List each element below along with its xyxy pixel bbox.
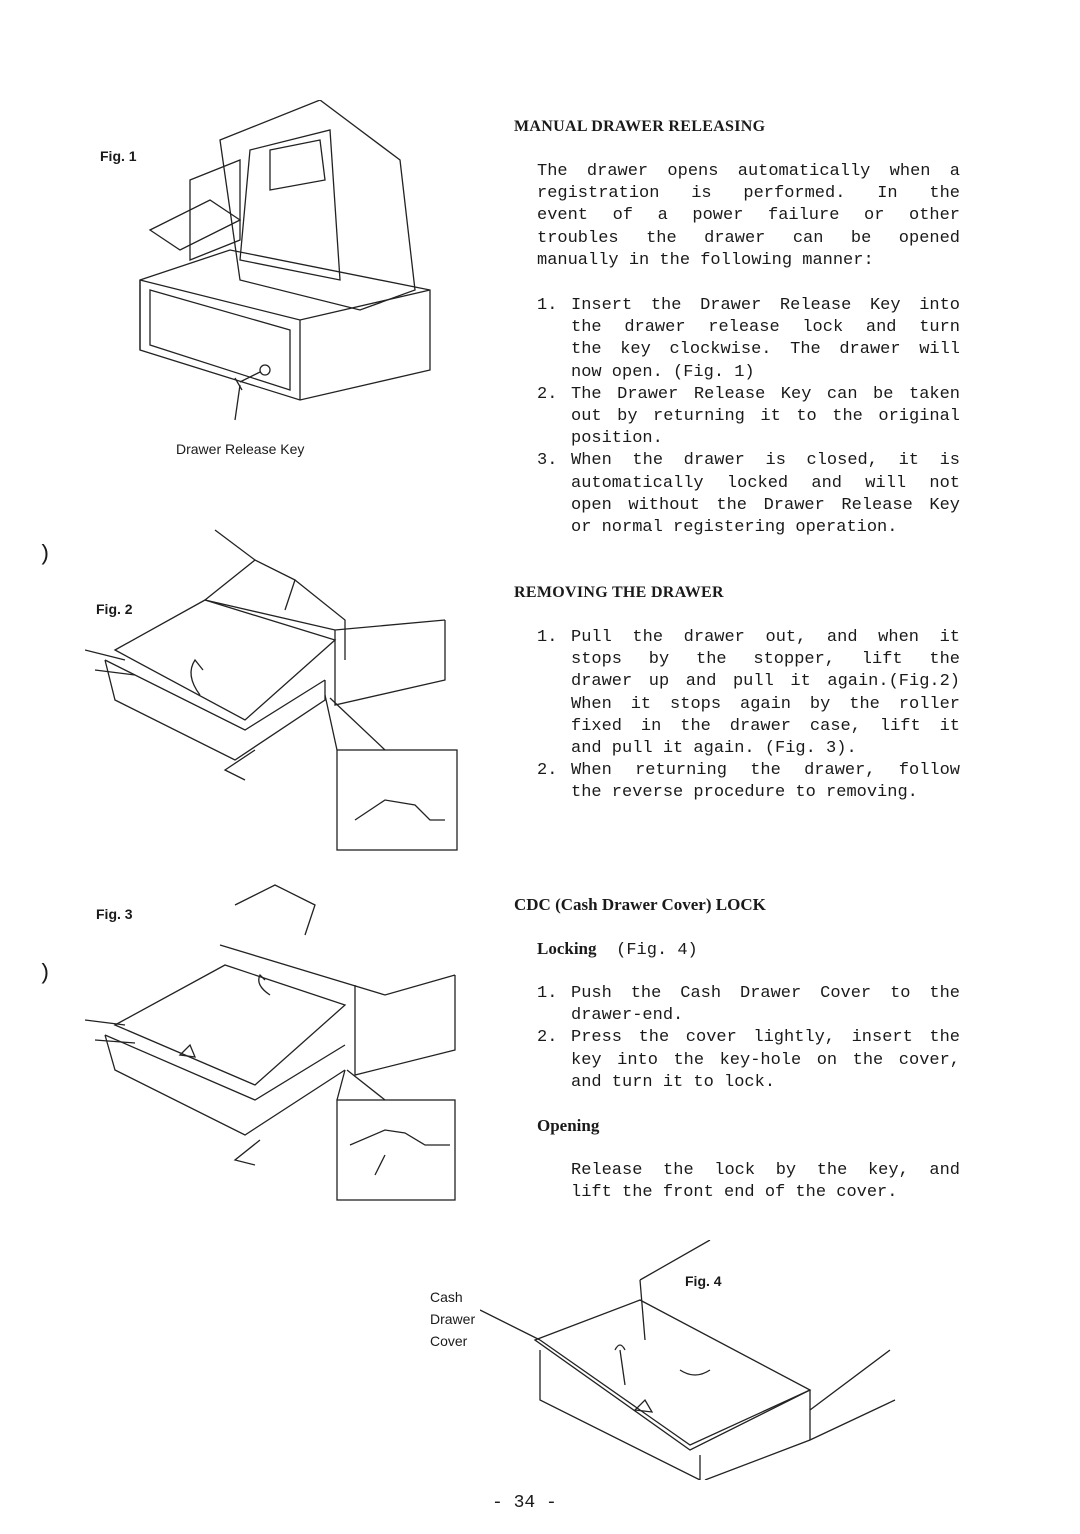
locking-steps-list: 1. Push the Cash Drawer Cover to the drawe… [537,983,960,1094]
text-line: and pull it again. (Fig. 3). [571,738,857,758]
text-line: automatically locked and will not [571,473,960,493]
fig1-cash-register-illustration [139,100,431,421]
fig4-caption: Cash Drawer Cover [430,1286,475,1352]
list-number: 1. [537,296,558,315]
fig4-caption-line: Cash [430,1289,463,1305]
list-number: 1. [537,984,558,1003]
list-number: 2. [537,761,558,781]
text-line: drawer-end. [571,1006,684,1026]
list-number: 3. [537,451,558,471]
text-line: When returning the drawer, follow [571,761,960,781]
text-line: The Drawer Release Key can be taken [571,384,960,404]
fig3-label: Fig. 3 [96,906,133,922]
text-line: now open. (Fig. 1) [571,362,755,382]
fig1-caption: Drawer Release Key [176,441,305,457]
text-line: Pull the drawer out, and when it [571,628,960,647]
list-item: 1. Push the Cash Drawer Cover to the drawe… [537,983,960,1027]
text-line: manually in the following manner: [537,250,874,270]
list-number: 1. [537,628,558,647]
text-line: stops by the stopper, lift the [571,650,960,670]
fig3-drawer-lift-illustration [85,884,456,1201]
heading-manual-drawer-releasing: MANUAL DRAWER RELEASING [514,118,766,135]
manual-steps-list: 1. Insert the Drawer Release Key into the … [537,295,960,539]
margin-mark: ) [38,542,52,567]
text-line: the reverse procedure to removing. [571,783,918,803]
text-line: Push the Cash Drawer Cover to the [571,984,960,1003]
text-line: open without the Drawer Release Key [571,495,960,515]
text-line: drawer up and pull it again.(Fig.2) [571,672,960,692]
text-line: Press the cover lightly, insert the [571,1028,960,1048]
text-line: fixed in the drawer case, lift it [571,716,960,736]
text-line: and turn it to lock. [571,1072,776,1092]
opening-paragraph: Release the lock by the key, and lift the… [571,1160,960,1204]
text-line: out by returning it to the original [571,406,960,426]
fig4-caption-line: Cover [430,1333,468,1349]
margin-mark: ) [38,961,52,986]
heading-removing-the-drawer: REMOVING THE DRAWER [514,584,724,601]
list-item: 1. Pull the drawer out, and when it stops … [537,627,960,760]
text-line: troubles the drawer can be opened [537,228,960,248]
locking-subheading: Locking (Fig. 4) [537,939,698,962]
fig4-cash-drawer-cover-illustration [480,1240,896,1480]
text-line: lift the front end of the cover. [571,1183,898,1203]
text-line: The drawer opens automatically when a [537,162,960,181]
text-line: When it stops again by the roller [571,694,960,714]
fig2-drawer-removal-illustration [85,529,458,851]
locking-label: Locking [537,939,597,958]
list-number: 2. [537,1028,558,1048]
heading-cdc-lock: CDC (Cash Drawer Cover) LOCK [514,895,766,914]
text-line: event of a power failure or other [537,206,960,226]
list-number: 2. [537,384,558,404]
fig1-label: Fig. 1 [100,148,137,164]
fig4-label: Fig. 4 [685,1273,722,1289]
text-line: the drawer release lock and turn [571,318,960,338]
text-line: When the drawer is closed, it is [571,451,960,471]
manual-intro-paragraph: The drawer opens automatically when a reg… [537,161,960,272]
page-number: - 34 - [492,1493,557,1513]
list-item: 1. Insert the Drawer Release Key into the … [537,295,960,384]
fig2-label: Fig. 2 [96,601,133,617]
text-line: registration is performed. In the [537,184,960,204]
text-line: the key clockwise. The drawer will [571,340,960,360]
text-line: position. [571,429,663,449]
opening-subheading: Opening [537,1116,600,1135]
locking-fig-ref: (Fig. 4) [616,941,698,960]
text-line: key into the key-hole on the cover, [571,1050,960,1070]
fig4-caption-line: Drawer [430,1311,476,1327]
text-line: Release the lock by the key, and [571,1161,960,1180]
text-line: Insert the Drawer Release Key into [571,296,960,315]
removing-steps-list: 1. Pull the drawer out, and when it stops … [537,627,960,805]
text-line: or normal registering operation. [571,517,898,537]
